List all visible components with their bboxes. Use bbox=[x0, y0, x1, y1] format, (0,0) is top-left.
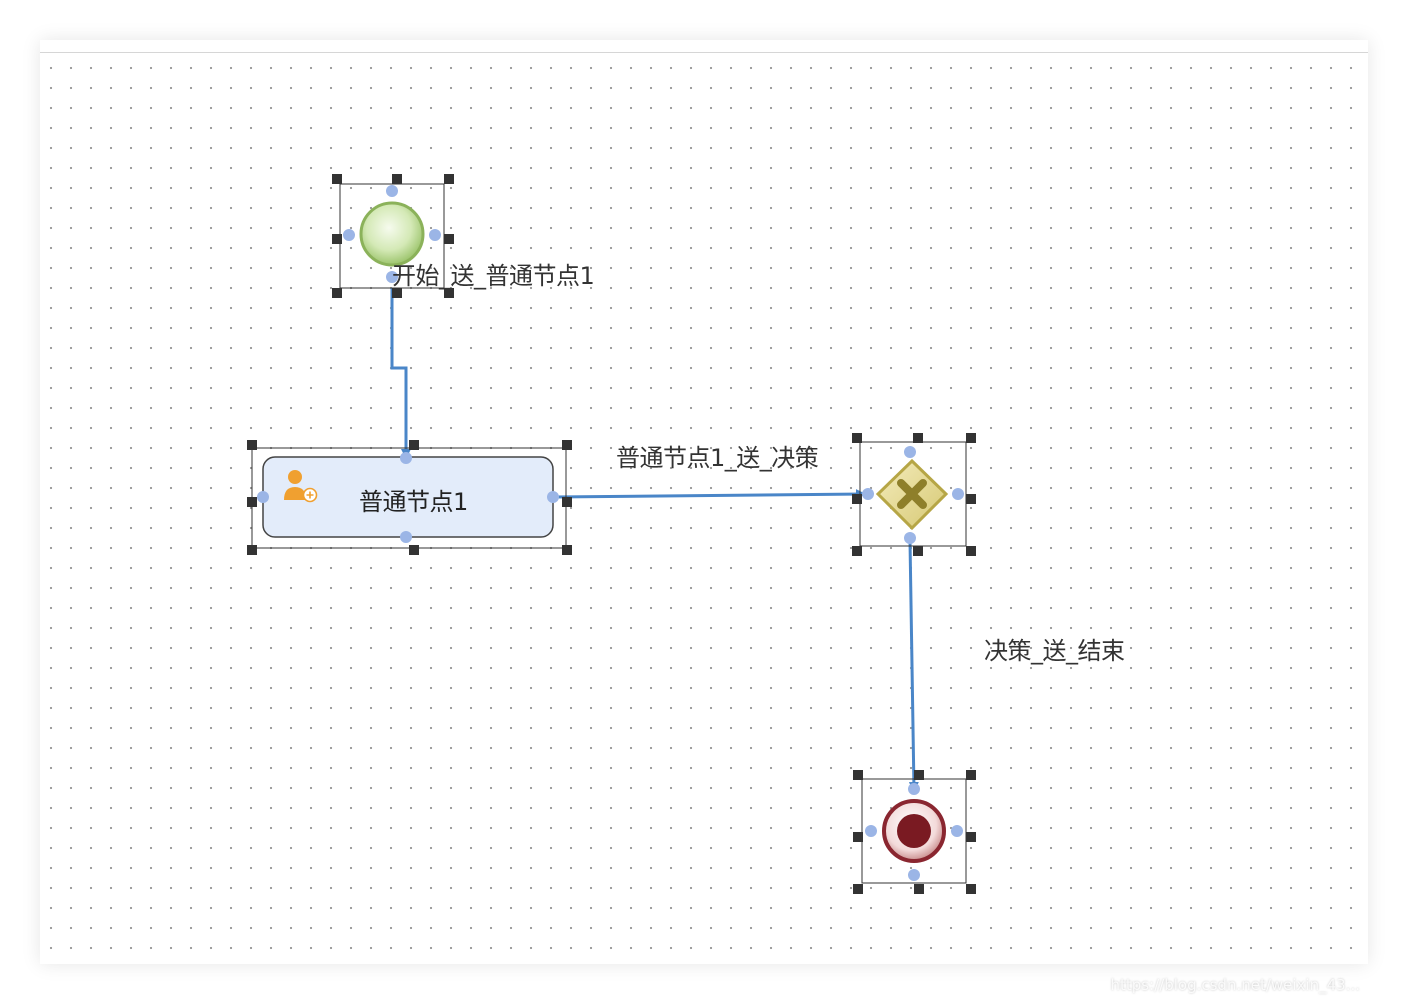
gateway-node[interactable] bbox=[852, 433, 976, 556]
start-event-circle bbox=[359, 201, 425, 267]
gateway-x-icon bbox=[897, 479, 927, 509]
canvas-top-border bbox=[40, 52, 1368, 53]
edge-label-task1-to-gateway[interactable]: 普通节点1_送_决策 bbox=[616, 444, 819, 472]
edge-label-start-to-task1[interactable]: 开始_送_普通节点1 bbox=[392, 262, 595, 290]
end-resize-handles[interactable] bbox=[853, 770, 976, 894]
start-connection-ports[interactable] bbox=[343, 185, 441, 283]
task1-resize-handles[interactable] bbox=[247, 440, 572, 555]
gateway-resize-handles[interactable] bbox=[852, 433, 976, 556]
start-resize-handles[interactable] bbox=[332, 174, 454, 298]
user-add-icon bbox=[284, 470, 318, 503]
end-event-core bbox=[897, 814, 931, 848]
end-connection-ports[interactable] bbox=[865, 783, 963, 881]
end-event-node[interactable] bbox=[853, 770, 976, 894]
edge-label-gateway-to-end[interactable]: 决策_送_结束 bbox=[984, 637, 1125, 665]
watermark: https://blog.csdn.net/weixin_43... bbox=[1110, 976, 1360, 994]
task1-connection-ports[interactable] bbox=[257, 452, 559, 543]
edges-layer bbox=[390, 288, 919, 792]
task1-label: 普通节点1 bbox=[359, 488, 468, 516]
diagram-canvas[interactable] bbox=[40, 40, 1368, 964]
task1-node[interactable] bbox=[247, 440, 572, 555]
start-event-node[interactable] bbox=[332, 174, 454, 298]
edge-start-to-task1[interactable] bbox=[390, 288, 411, 459]
edge-task1-to-gateway[interactable] bbox=[553, 489, 866, 500]
gateway-connection-ports[interactable] bbox=[862, 446, 964, 544]
dot-grid bbox=[40, 53, 1368, 964]
edge-gateway-to-end[interactable] bbox=[908, 540, 919, 792]
